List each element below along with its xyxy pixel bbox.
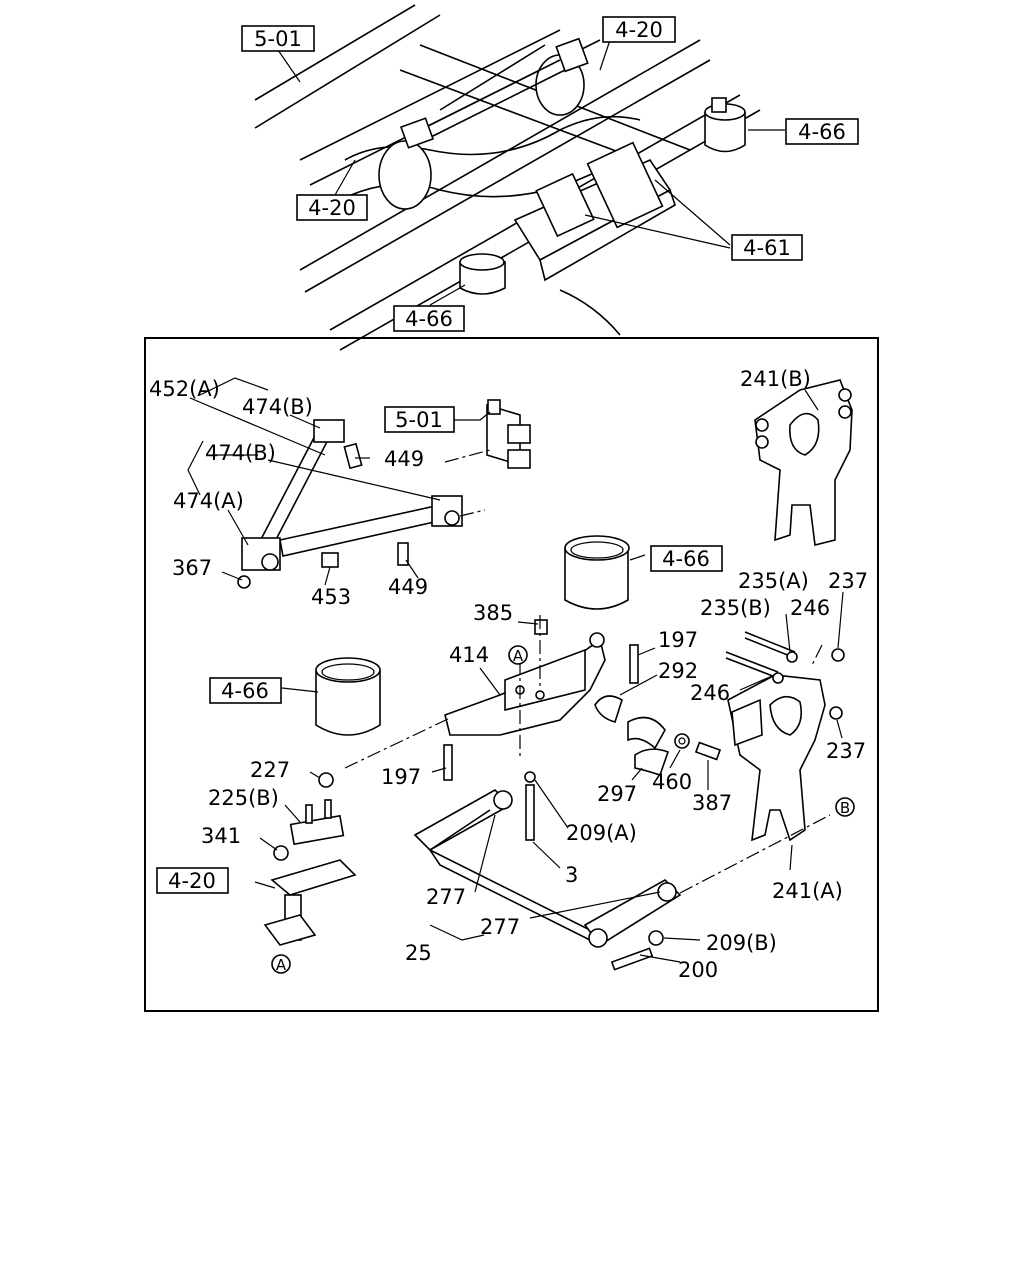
detail-ref-4-66-right: 4-66 [650, 545, 723, 572]
air-spring-right [564, 535, 630, 610]
detail-frame [144, 337, 879, 1012]
overview-ref-4-66-right: 4-66 [785, 118, 859, 145]
torque-rod-assembly [237, 419, 463, 589]
part-label: 387 [692, 791, 732, 815]
part-label: 241(B) [740, 367, 811, 391]
part-label: 237 [826, 739, 866, 763]
hanger-bracket-lower [727, 674, 826, 842]
washer-209a [524, 771, 536, 783]
detail-ref-5-01: 5-01 [384, 406, 455, 433]
part-label: 235(B) [700, 596, 771, 620]
overview-ref-text: 4-20 [308, 196, 356, 220]
part-label: 277 [480, 915, 520, 939]
overview-ref-4-66-bottom: 4-66 [393, 305, 465, 332]
overview-ref-text: 4-20 [615, 18, 663, 42]
overview-ref-4-20-top: 4-20 [602, 16, 676, 43]
overview-ref-5-01: 5-01 [241, 25, 315, 52]
detail-ref-4-66-left: 4-66 [209, 677, 282, 704]
part-label: 246 [690, 681, 730, 705]
part-label: 197 [658, 628, 698, 652]
detail-ref-text: 5-01 [395, 408, 443, 432]
callout-text: A [513, 647, 524, 665]
callout-b: B [835, 797, 855, 817]
part-label: 385 [473, 601, 513, 625]
overview-ref-text: 4-61 [743, 236, 791, 260]
overview-ref-text: 4-66 [798, 120, 846, 144]
overview-assembly [254, 4, 761, 351]
overview-ref-4-61: 4-61 [731, 234, 803, 261]
hanger-bracket-upper [754, 379, 853, 546]
part-label: 474(A) [173, 489, 244, 513]
detail-ref-text: 4-66 [662, 547, 710, 571]
part-label: 474(B) [205, 441, 276, 465]
bolt-set-235 [725, 631, 845, 720]
part-label: 341 [201, 824, 241, 848]
part-label: 227 [250, 758, 290, 782]
part-label: 200 [678, 958, 718, 982]
part-label: 453 [311, 585, 351, 609]
bolt-197-upper [629, 644, 639, 684]
part-label: 225(B) [208, 786, 279, 810]
detail-ref-text: 4-66 [221, 679, 269, 703]
part-label: 449 [388, 575, 428, 599]
part-label: 449 [384, 447, 424, 471]
part-label: 414 [449, 643, 489, 667]
part-label: 277 [426, 885, 466, 909]
callout-a-lower: A [271, 954, 291, 974]
part-label: 460 [652, 770, 692, 794]
overview-ref-text: 4-66 [405, 307, 453, 331]
bolt-200 [610, 947, 654, 971]
part-label: 241(A) [772, 879, 843, 903]
rubber-mount-set [263, 772, 357, 946]
detail-ref-text: 4-20 [168, 869, 216, 893]
part-label: 367 [172, 556, 212, 580]
air-spring-left [315, 657, 381, 736]
leader-lines [187, 377, 844, 963]
part-label: 209(B) [706, 931, 777, 955]
part-label: 235(A) [738, 569, 809, 593]
bushing-set [594, 695, 722, 777]
equalizer-beam [413, 789, 682, 948]
frame-bracket [486, 399, 531, 469]
part-labels: 452(A) 474(B) 474(B) 474(A) 449 449 367 … [149, 367, 868, 982]
detail-ref-4-20: 4-20 [156, 867, 229, 894]
overview-ref-4-20-left: 4-20 [296, 194, 368, 221]
part-label: 292 [658, 659, 698, 683]
suspension-beam [444, 632, 606, 736]
part-label: 474(B) [242, 395, 313, 419]
bolt-197-lower [443, 744, 453, 781]
part-label: 25 [405, 941, 432, 965]
part-label: 297 [597, 782, 637, 806]
callout-a-upper: A [508, 645, 528, 665]
bolt-385 [534, 619, 548, 635]
part-label: 209(A) [566, 821, 637, 845]
part-label: 246 [790, 596, 830, 620]
callout-text: A [276, 956, 287, 974]
callout-text: B [840, 799, 850, 817]
overview-ref-text: 5-01 [254, 27, 302, 51]
part-label: 3 [565, 863, 578, 887]
part-label: 452(A) [149, 377, 220, 401]
part-label: 197 [381, 765, 421, 789]
washer-209b [648, 930, 664, 946]
part-label: 237 [828, 569, 868, 593]
bolt-3 [525, 784, 535, 841]
